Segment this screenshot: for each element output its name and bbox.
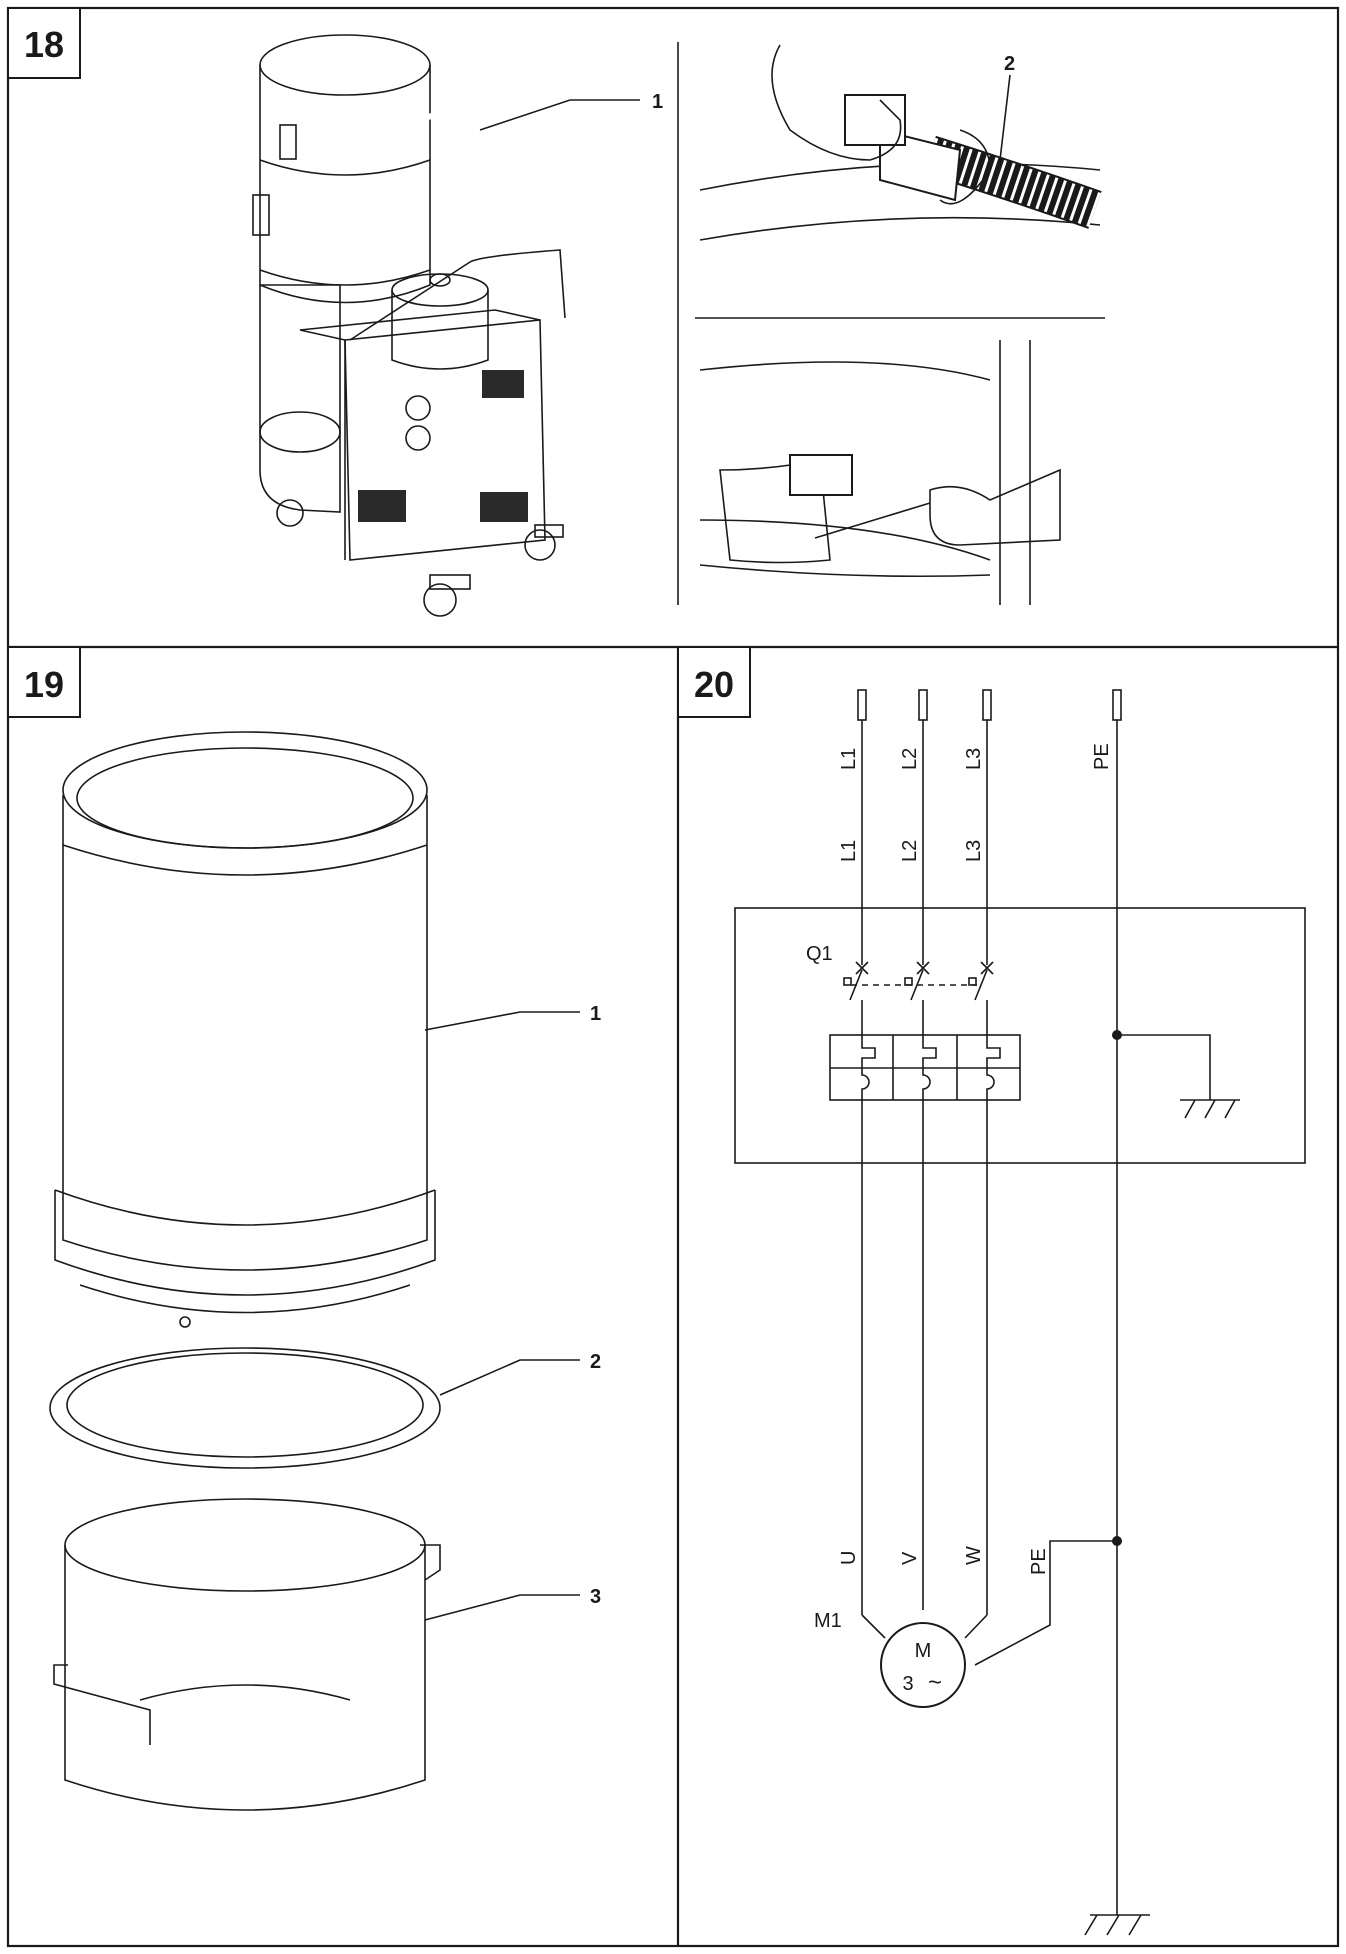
callout-19-1: 1	[424, 1003, 601, 1031]
svg-text:1: 1	[652, 91, 663, 113]
svg-text:3: 3	[590, 1586, 601, 1608]
motor-symbol: M	[915, 1640, 932, 1662]
callout-19-3: 3	[424, 1586, 601, 1621]
line-label-l2: L2	[899, 840, 921, 862]
motor-phase: 3	[902, 1673, 913, 1695]
filter-container-exploded-view	[49, 731, 441, 1811]
supply-label-l1: L1	[838, 748, 860, 770]
svg-text:18: 18	[24, 24, 64, 65]
detail-hose-connection-illustration	[699, 44, 1102, 241]
svg-text:20: 20	[694, 664, 734, 705]
svg-text:2: 2	[1004, 53, 1015, 75]
motor-ref-m1: M1	[814, 1610, 842, 1632]
terminal-label-w: W	[963, 1546, 985, 1565]
wiring-schematic	[734, 689, 1306, 1936]
terminal-label-pe: PE	[1028, 1548, 1050, 1575]
breaker-label-q1: Q1	[806, 943, 833, 965]
page-frame	[6, 6, 1340, 1948]
svg-text:1: 1	[590, 1003, 601, 1025]
supply-label-l2: L2	[899, 748, 921, 770]
figure-number-20: 20	[677, 646, 751, 718]
line-label-l3: L3	[963, 840, 985, 862]
terminal-label-u: U	[838, 1551, 860, 1565]
detail-clamp-tool-illustration	[699, 340, 1061, 605]
figure-number-19: 19	[7, 646, 81, 718]
svg-text:2: 2	[590, 1351, 601, 1373]
svg-text:19: 19	[24, 664, 64, 705]
callout-18-1: 1	[479, 91, 663, 131]
vacuum-machine-illustration	[252, 34, 566, 617]
line-label-l1: L1	[838, 840, 860, 862]
motor-ac-symbol: ~	[928, 1669, 942, 1696]
callout-19-2: 2	[439, 1351, 601, 1396]
detail-inset-divider	[677, 42, 1105, 605]
supply-label-pe: PE	[1091, 743, 1113, 770]
callout-18-2: 2	[999, 53, 1015, 161]
terminal-label-v: V	[899, 1551, 921, 1565]
supply-label-l3: L3	[963, 748, 985, 770]
figure-number-18: 18	[7, 7, 81, 79]
